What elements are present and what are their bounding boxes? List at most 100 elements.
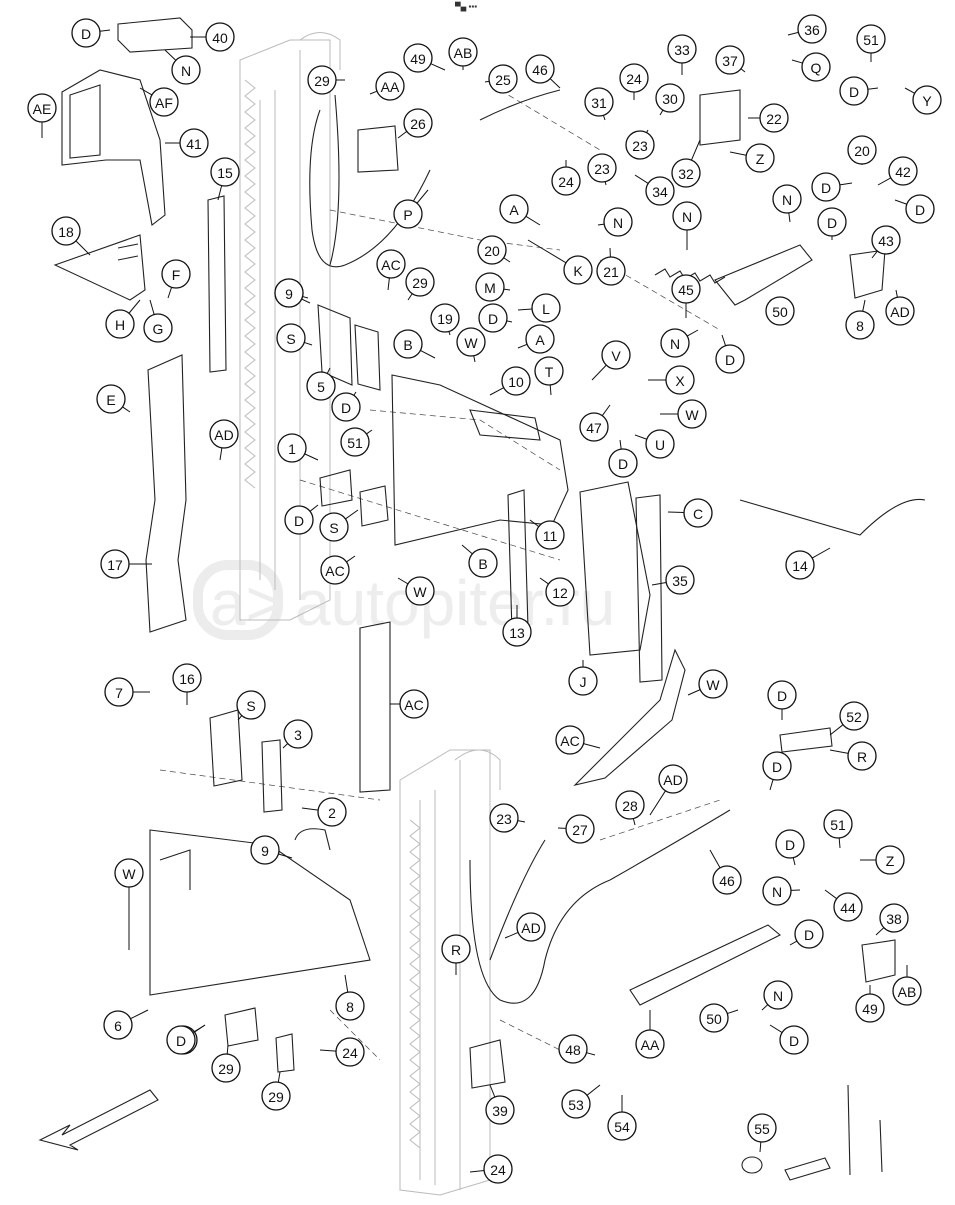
callout-label: AD bbox=[890, 304, 909, 320]
callout-label: 29 bbox=[412, 275, 428, 291]
callout-leader bbox=[123, 407, 130, 412]
callout-label: 51 bbox=[863, 32, 879, 48]
callout-label: V bbox=[611, 348, 621, 364]
callout-leader bbox=[687, 330, 698, 336]
part-44-plate bbox=[862, 940, 895, 982]
callout-leader bbox=[304, 342, 312, 345]
callout-leader bbox=[660, 110, 663, 115]
callout-leader bbox=[490, 388, 504, 395]
callout-label: 10 bbox=[508, 374, 524, 390]
callout-label: AA bbox=[641, 1037, 660, 1053]
callout-leader bbox=[218, 186, 222, 200]
callout-label: Q bbox=[811, 60, 822, 76]
callout-label: D bbox=[804, 927, 814, 943]
part-1-frame bbox=[392, 375, 568, 545]
part-40-bracket bbox=[118, 18, 192, 52]
callout-44: 44 bbox=[825, 890, 862, 921]
callout-leader bbox=[592, 365, 606, 380]
callout-32: 32 bbox=[672, 140, 700, 187]
callout-label: S bbox=[286, 331, 295, 347]
callout-ae: AE bbox=[28, 94, 56, 138]
callout-label: 53 bbox=[568, 1097, 584, 1113]
callout-v: V bbox=[592, 341, 630, 380]
callout-label: 9 bbox=[285, 286, 293, 302]
callout-9: 9 bbox=[251, 836, 292, 864]
part-46-bracket bbox=[358, 126, 398, 172]
callout-label: 27 bbox=[572, 822, 588, 838]
callout-leader bbox=[504, 289, 510, 290]
callout-label: S bbox=[329, 520, 338, 536]
callout-label: 2 bbox=[328, 805, 336, 821]
callout-r: R bbox=[442, 935, 470, 975]
callout-29: 29 bbox=[262, 1072, 290, 1110]
callout-leader bbox=[528, 240, 566, 263]
callout-label: 19 bbox=[437, 311, 453, 327]
callout-leader bbox=[633, 819, 635, 825]
watermark-arrow: a> bbox=[210, 567, 283, 639]
callout-label: Z bbox=[756, 151, 765, 167]
callout-d: D bbox=[763, 752, 791, 790]
callout-leader bbox=[278, 854, 292, 858]
callout-label: 24 bbox=[558, 174, 574, 190]
callout-29: 29 bbox=[212, 1045, 240, 1082]
callout-leader bbox=[905, 88, 915, 93]
part-46b-bracket bbox=[470, 1040, 505, 1088]
callout-label: D bbox=[821, 180, 831, 196]
callout-24: 24 bbox=[552, 160, 580, 195]
callout-label: G bbox=[153, 321, 164, 337]
callout-ad: AD bbox=[886, 290, 914, 325]
callout-ad: AD bbox=[210, 420, 238, 460]
part-53-strip bbox=[785, 1158, 830, 1180]
callout-label: AD bbox=[663, 772, 682, 788]
callout-label: AB bbox=[898, 984, 917, 1000]
callout-af: AF bbox=[140, 88, 178, 116]
callout-label: 8 bbox=[346, 999, 354, 1015]
callout-f: F bbox=[162, 260, 190, 298]
callout-label: 17 bbox=[107, 557, 123, 573]
callout-16: 16 bbox=[173, 664, 201, 705]
callout-label: N bbox=[782, 192, 792, 208]
callout-leader bbox=[650, 791, 665, 815]
callout-g: G bbox=[144, 300, 172, 342]
callout-51: 51 bbox=[857, 25, 885, 62]
callout-leader bbox=[278, 1072, 280, 1082]
callout-ab: AB bbox=[893, 965, 921, 1005]
callout-leader bbox=[790, 941, 797, 945]
callout-leader bbox=[302, 808, 318, 810]
callout-35: 35 bbox=[652, 566, 694, 594]
callout-label: 6 bbox=[114, 1018, 122, 1034]
callout-51: 51 bbox=[824, 810, 852, 848]
callout-30: 30 bbox=[656, 84, 684, 115]
callout-label: 49 bbox=[410, 51, 426, 67]
callout-d: D bbox=[479, 304, 512, 332]
callout-a: A bbox=[518, 325, 554, 353]
callout-aa: AA bbox=[636, 1010, 664, 1058]
callout-45: 45 bbox=[672, 275, 700, 318]
part-17-divider bbox=[146, 355, 186, 632]
callout-label: 1 bbox=[288, 441, 296, 457]
callout-11: 11 bbox=[530, 520, 564, 549]
callout-42: 42 bbox=[878, 157, 917, 185]
callout-22: 22 bbox=[748, 104, 788, 132]
callout-label: M bbox=[484, 280, 496, 296]
callout-n: N bbox=[762, 981, 792, 1010]
direction-arrow bbox=[40, 1090, 158, 1150]
part-54-rod bbox=[848, 1085, 850, 1175]
callout-50: 50 bbox=[700, 1004, 738, 1032]
callout-label: N bbox=[613, 215, 623, 231]
callout-label: AB bbox=[454, 45, 473, 61]
callout-leader bbox=[598, 224, 604, 225]
callout-43: 43 bbox=[872, 226, 900, 258]
callout-24: 24 bbox=[320, 1038, 364, 1066]
callout-label: W bbox=[464, 335, 478, 351]
part-15-strip bbox=[208, 196, 226, 372]
callout-label: N bbox=[670, 336, 680, 352]
callout-label: D bbox=[849, 84, 859, 100]
callout-leader bbox=[346, 556, 355, 562]
callout-leader bbox=[507, 321, 512, 322]
callout-leader bbox=[652, 582, 666, 585]
callout-label: D bbox=[725, 352, 735, 368]
callout-25: 25 bbox=[485, 65, 517, 93]
callout-leader bbox=[474, 356, 475, 362]
callout-label: 46 bbox=[532, 62, 548, 78]
